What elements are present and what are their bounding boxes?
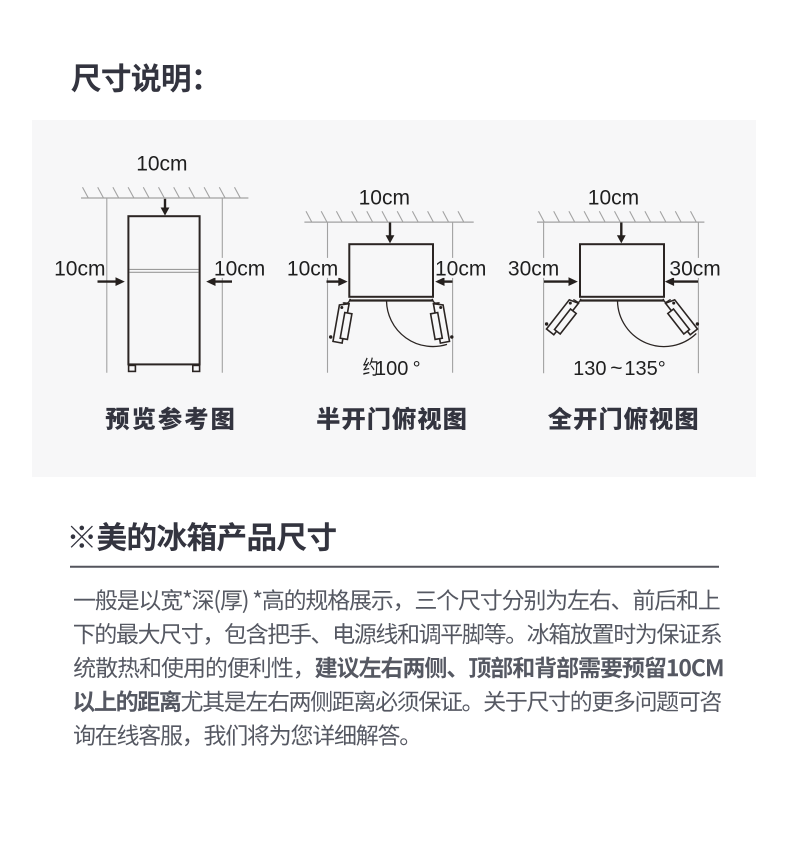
svg-text:10cm: 10cm <box>588 187 639 210</box>
svg-text:100: 100 <box>375 358 408 380</box>
svg-text:10cm: 10cm <box>136 152 187 175</box>
svg-text:30cm: 30cm <box>669 257 720 280</box>
svg-text:°: ° <box>413 358 421 380</box>
svg-text:10cm: 10cm <box>54 257 105 280</box>
svg-text:10cm: 10cm <box>359 187 410 210</box>
svg-text:130: 130 <box>573 358 606 380</box>
svg-text:30cm: 30cm <box>508 257 559 280</box>
svg-text:10cm: 10cm <box>435 257 486 280</box>
svg-text:135°: 135° <box>624 358 665 380</box>
svg-text:~: ~ <box>610 357 622 380</box>
svg-text:10cm: 10cm <box>214 257 265 280</box>
svg-text:10cm: 10cm <box>287 257 338 280</box>
